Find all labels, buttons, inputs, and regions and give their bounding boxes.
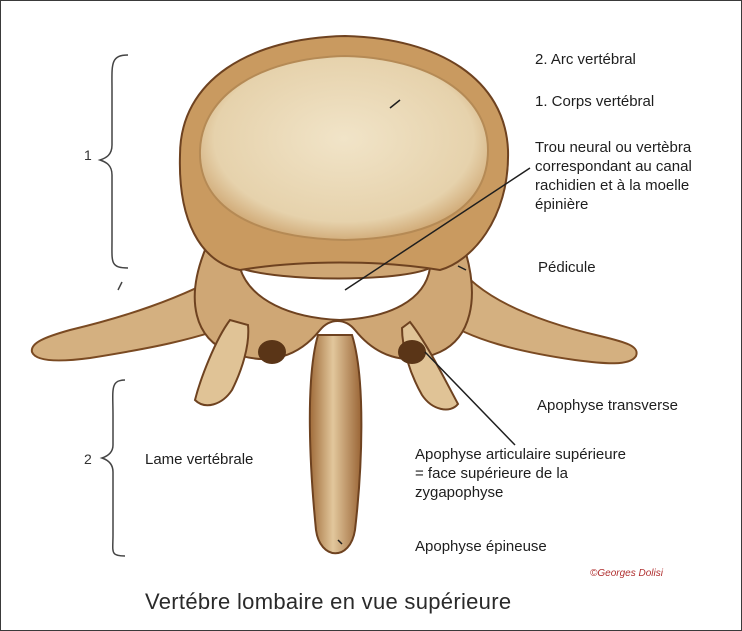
credit: ©Georges Dolisi bbox=[590, 564, 663, 583]
label-pedicule: Pédicule bbox=[538, 258, 596, 277]
label-apophyse-transverse: Apophyse transverse bbox=[537, 396, 678, 415]
brace-number-1: 1 bbox=[84, 146, 92, 165]
label-apophyse-epineuse: Apophyse épineuse bbox=[415, 537, 547, 556]
brace-upper bbox=[100, 55, 128, 268]
vertebral-body-surface bbox=[200, 56, 488, 240]
spinous-process bbox=[310, 335, 362, 553]
label-lame-vertebrale: Lame vertébrale bbox=[145, 450, 253, 469]
label-trou-neural: Trou neural ou vertèbra correspondant au… bbox=[535, 138, 692, 214]
label-corps-vertebral: 1. Corps vertébral bbox=[535, 92, 654, 111]
figure-caption: Vertébre lombaire en vue supérieure bbox=[145, 592, 511, 611]
label-apophyse-articulaire: Apophyse articulaire supérieure = face s… bbox=[415, 445, 626, 502]
brace-lower bbox=[102, 380, 125, 556]
brace-number-2: 2 bbox=[84, 450, 92, 469]
label-arc-vertebral: 2. Arc vertébral bbox=[535, 50, 636, 69]
